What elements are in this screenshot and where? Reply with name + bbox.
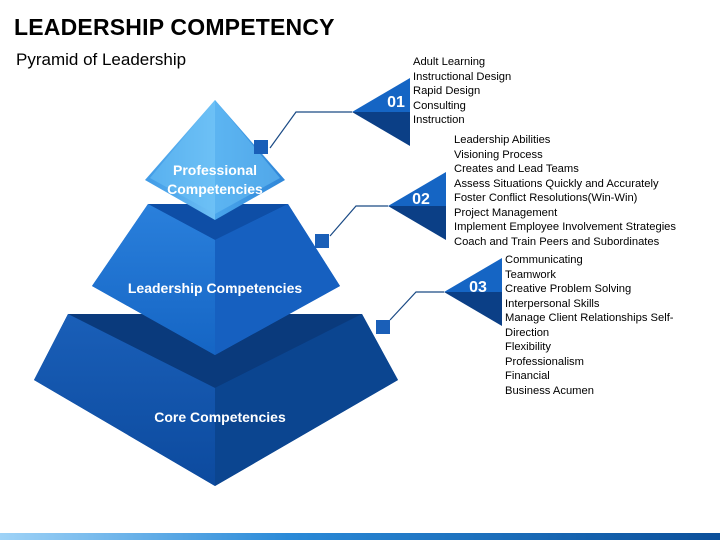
core-tier-label-line-1: Core Competencies: [154, 409, 286, 425]
level-01-item-list: Adult Learning Instructional Design Rapi…: [413, 55, 511, 128]
connector-02: [315, 205, 388, 248]
number-marker-01-label: 01: [387, 94, 405, 111]
connector-01: [254, 111, 352, 154]
list-item: Teamwork: [505, 268, 556, 281]
professional-tier-label: Professional Competencies: [140, 161, 290, 199]
list-item: Adult Learning: [413, 56, 486, 68]
list-item: Rapid Design: [413, 85, 481, 97]
leadership-tier-left-face: [92, 204, 215, 355]
list-item: Instruction: [413, 114, 465, 126]
list-item: Consulting: [413, 99, 466, 112]
level-03-item-list: Communicating Teamwork Creative Problem …: [505, 253, 674, 398]
leadership-tier-label-line-1: Leadership Competencies: [127, 280, 303, 296]
bottom-accent-bar: [0, 533, 720, 540]
number-marker-03: 03: [444, 258, 502, 326]
list-item: Creative Problem Solving: [505, 283, 632, 295]
list-item: Visioning Process: [454, 148, 543, 161]
number-marker-02-label: 02: [412, 191, 430, 208]
number-marker-01: 01: [352, 78, 410, 146]
list-item: Interpersonal Skills: [505, 297, 600, 310]
list-item: Professionalism: [505, 355, 584, 368]
list-item: Manage Client Relationships Self-: [505, 312, 674, 324]
connector-02-square: [315, 234, 329, 248]
list-item: Creates and Lead Teams: [454, 163, 579, 175]
list-item: Communicating: [505, 254, 583, 266]
list-item: Instructional Design: [413, 70, 512, 83]
slide-subtitle: Pyramid of Leadership: [16, 50, 187, 69]
leadership-tier-top: [148, 204, 288, 240]
professional-tier-label-line-2: Competencies: [167, 181, 263, 197]
leadership-tier-right-face: [215, 204, 340, 355]
connector-01-square: [254, 140, 268, 154]
list-item: Business Acumen: [505, 384, 594, 397]
connector-03-square: [376, 320, 390, 334]
list-item: Flexibility: [505, 341, 552, 353]
professional-tier-highlight: [150, 100, 280, 214]
core-tier-right-face: [215, 314, 398, 486]
professional-tier-label-line-1: Professional: [172, 162, 258, 178]
list-item: Foster Conflict Resolutions(Win-Win): [454, 192, 638, 204]
list-item: Leadership Abilities: [454, 134, 551, 146]
level-02-item-list: Leadership Abilities Visioning Process C…: [454, 133, 676, 249]
pyramid-tier-professional: [145, 100, 285, 220]
slide-title: LEADERSHIP COMPETENCY: [14, 14, 335, 40]
connector-03: [376, 291, 444, 334]
core-tier-left-face: [34, 314, 215, 486]
list-item: Direction: [505, 326, 550, 339]
list-item: Assess Situations Quickly and Accurately: [454, 177, 659, 190]
core-tier-label: Core Competencies: [110, 408, 330, 427]
list-item: Financial: [505, 370, 550, 382]
pyramid-tier-leadership: [92, 204, 340, 355]
leadership-tier-label: Leadership Competencies: [100, 279, 330, 298]
list-item: Coach and Train Peers and Subordinates: [454, 235, 660, 248]
number-marker-03-label: 03: [469, 279, 487, 296]
list-item: Project Management: [454, 206, 558, 219]
list-item: Implement Employee Involvement Strategie…: [454, 221, 676, 233]
number-marker-02: 02: [388, 172, 446, 240]
